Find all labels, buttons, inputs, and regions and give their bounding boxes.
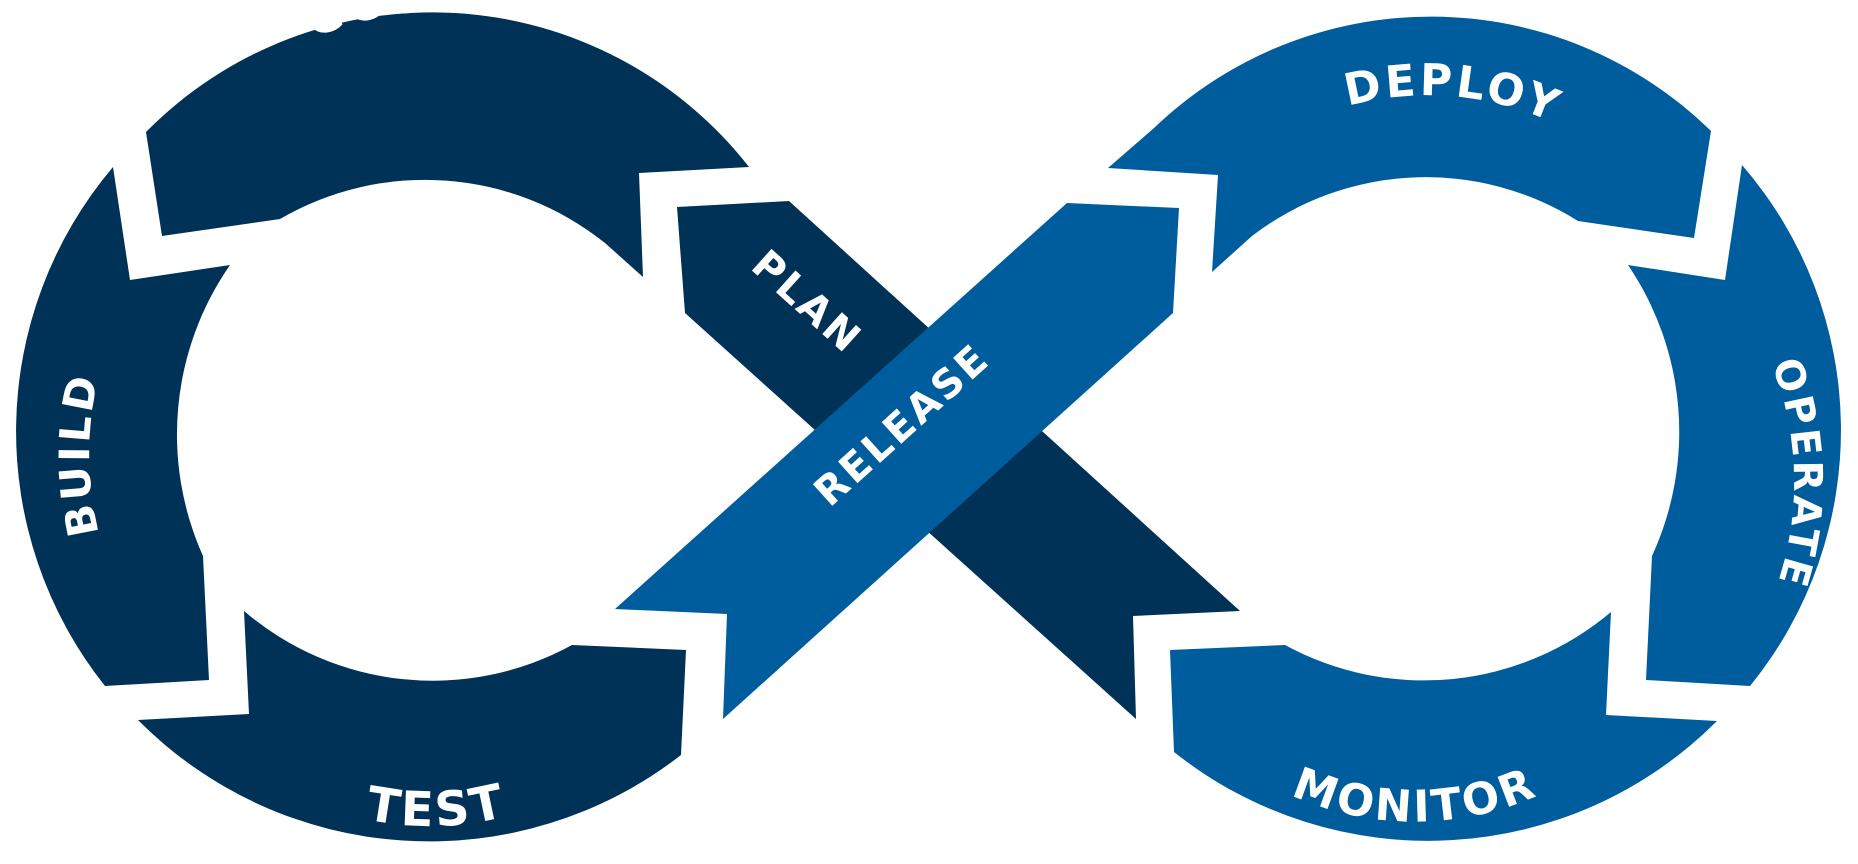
test-label-text: TEST: [363, 773, 508, 839]
deploy-arrow: [1108, 16, 1711, 273]
build-arrow: [16, 167, 231, 686]
ops-loop: [615, 16, 1841, 841]
release-arrow: [615, 203, 1179, 719]
code-arrow: [146, 12, 749, 277]
operate-arrow: [1628, 165, 1841, 686]
test-arrow: [138, 611, 686, 842]
label-test: TEST: [363, 773, 511, 839]
monitor-arrow: [1170, 612, 1717, 841]
label-build: BUILD: [50, 369, 109, 541]
build-label-text: BUILD: [50, 369, 106, 541]
dev-loop: [16, 12, 1240, 842]
